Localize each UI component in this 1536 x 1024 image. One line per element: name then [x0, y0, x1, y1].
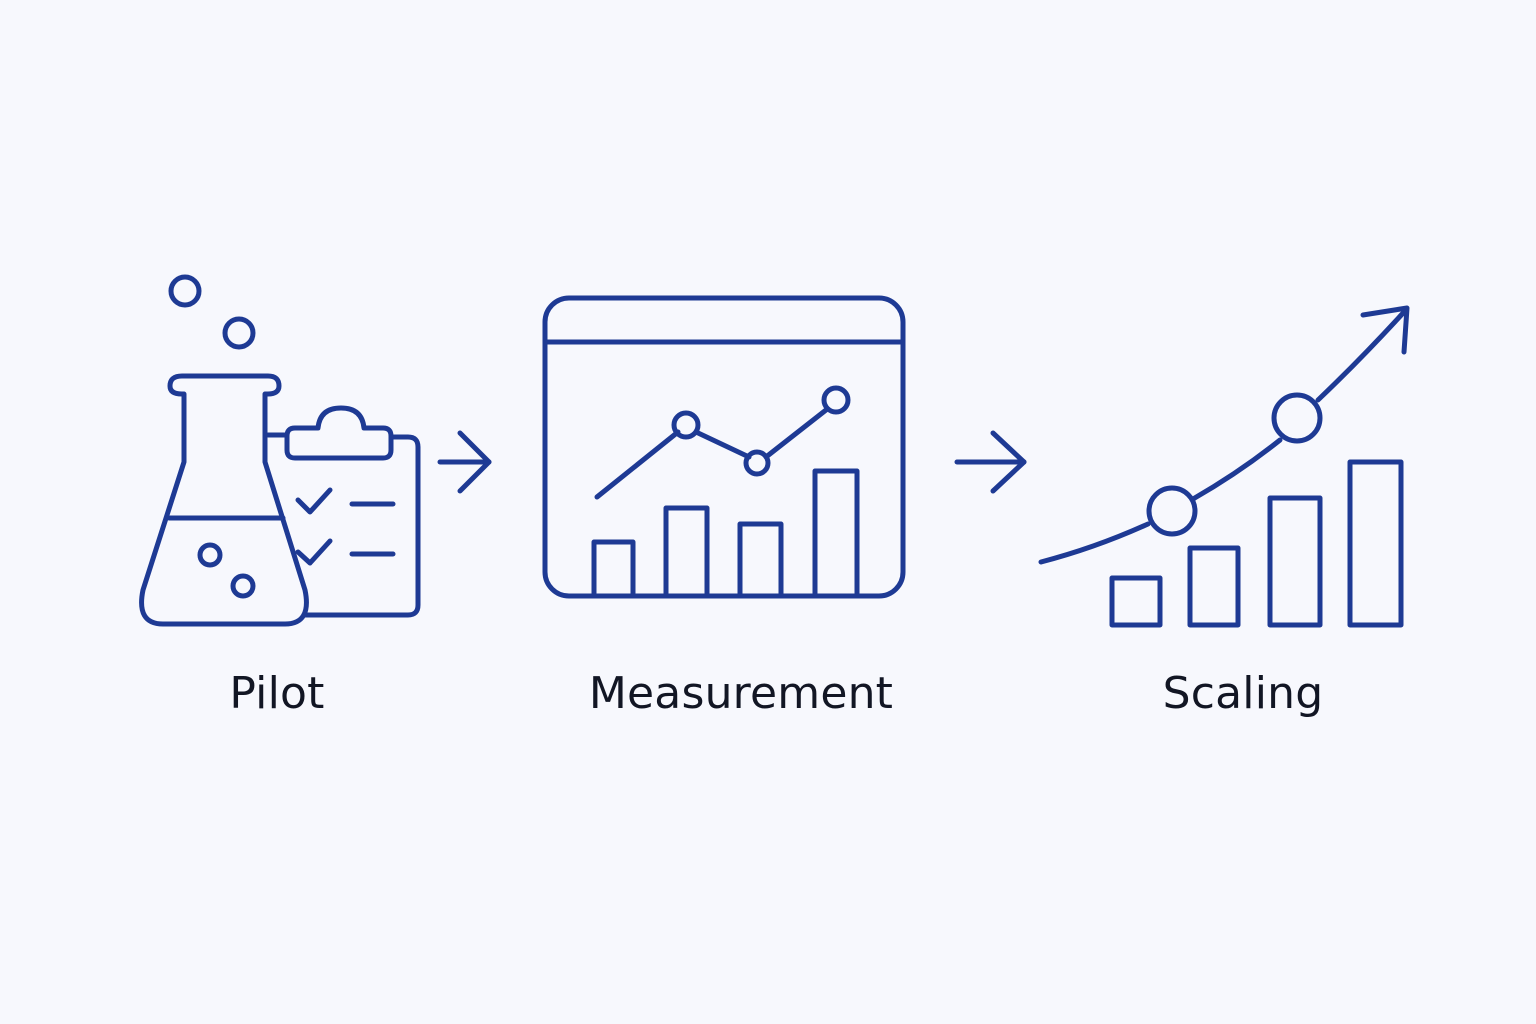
bubble-icon [168, 274, 202, 308]
trend-line [594, 407, 829, 500]
bar [1347, 459, 1404, 628]
bar [591, 539, 636, 599]
arrow-right-icon [437, 430, 492, 494]
bar [1267, 495, 1323, 628]
data-point-icon [671, 410, 701, 440]
growth-curve [1315, 309, 1407, 403]
window-frame [542, 295, 906, 599]
growth-chart-icon [1038, 305, 1410, 628]
check-icon [295, 487, 333, 515]
flask-icon [139, 373, 309, 627]
bar [1187, 545, 1241, 628]
dashboard-chart-icon [542, 295, 906, 599]
bar [737, 521, 784, 599]
bubble-icon [222, 316, 256, 350]
milestone-point-icon [1146, 485, 1198, 537]
bubble-icon [197, 542, 223, 568]
data-point-icon [821, 385, 851, 415]
bubble-icon [230, 573, 256, 599]
growth-curve [1190, 437, 1283, 502]
growth-curve [1038, 521, 1151, 565]
flask-clipboard-icon [139, 274, 421, 627]
bar [1109, 575, 1163, 628]
data-point-icon [743, 449, 771, 477]
step-label-measurement: Measurement [588, 668, 894, 719]
milestone-point-icon [1271, 392, 1323, 444]
arrow-right-icon [954, 430, 1027, 494]
bar [812, 468, 860, 599]
check-icon [295, 538, 333, 566]
step-label-scaling: Scaling [1162, 668, 1324, 719]
arrow-head-icon [1360, 305, 1410, 355]
step-label-pilot: Pilot [229, 668, 325, 719]
bar [663, 505, 710, 599]
clipboard-icon [265, 405, 421, 618]
